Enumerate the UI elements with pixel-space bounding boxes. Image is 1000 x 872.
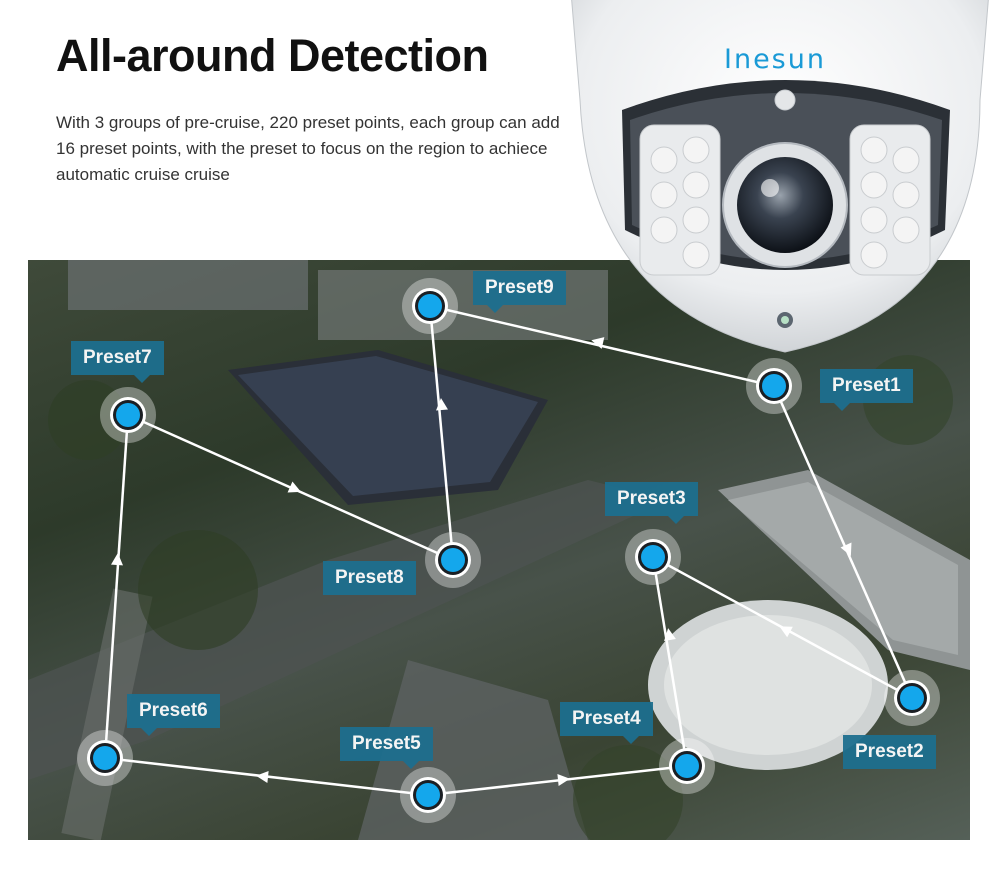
- preset9-label: Preset9: [473, 271, 566, 313]
- page-title: All-around Detection: [56, 30, 489, 81]
- camera-drawing: [571, 0, 989, 353]
- preset6-label: Preset6: [127, 694, 220, 736]
- page-description: With 3 groups of pre-cruise, 220 preset …: [56, 113, 560, 184]
- preset3-label: Preset3: [605, 482, 698, 524]
- preset4-label: Preset4: [560, 702, 653, 744]
- preset2-label: Preset2: [843, 735, 936, 769]
- preset7-label: Preset7: [71, 341, 164, 383]
- aerial-city-image: [28, 260, 970, 840]
- ptz-camera-image: [560, 0, 1000, 360]
- route-arrows: [111, 337, 852, 786]
- brand-logo: Inesun: [724, 44, 826, 75]
- preset8-label: Preset8: [323, 561, 416, 595]
- preset1-label: Preset1: [820, 369, 913, 411]
- preset5-label: Preset5: [340, 727, 433, 769]
- aerial-scene: [28, 260, 970, 840]
